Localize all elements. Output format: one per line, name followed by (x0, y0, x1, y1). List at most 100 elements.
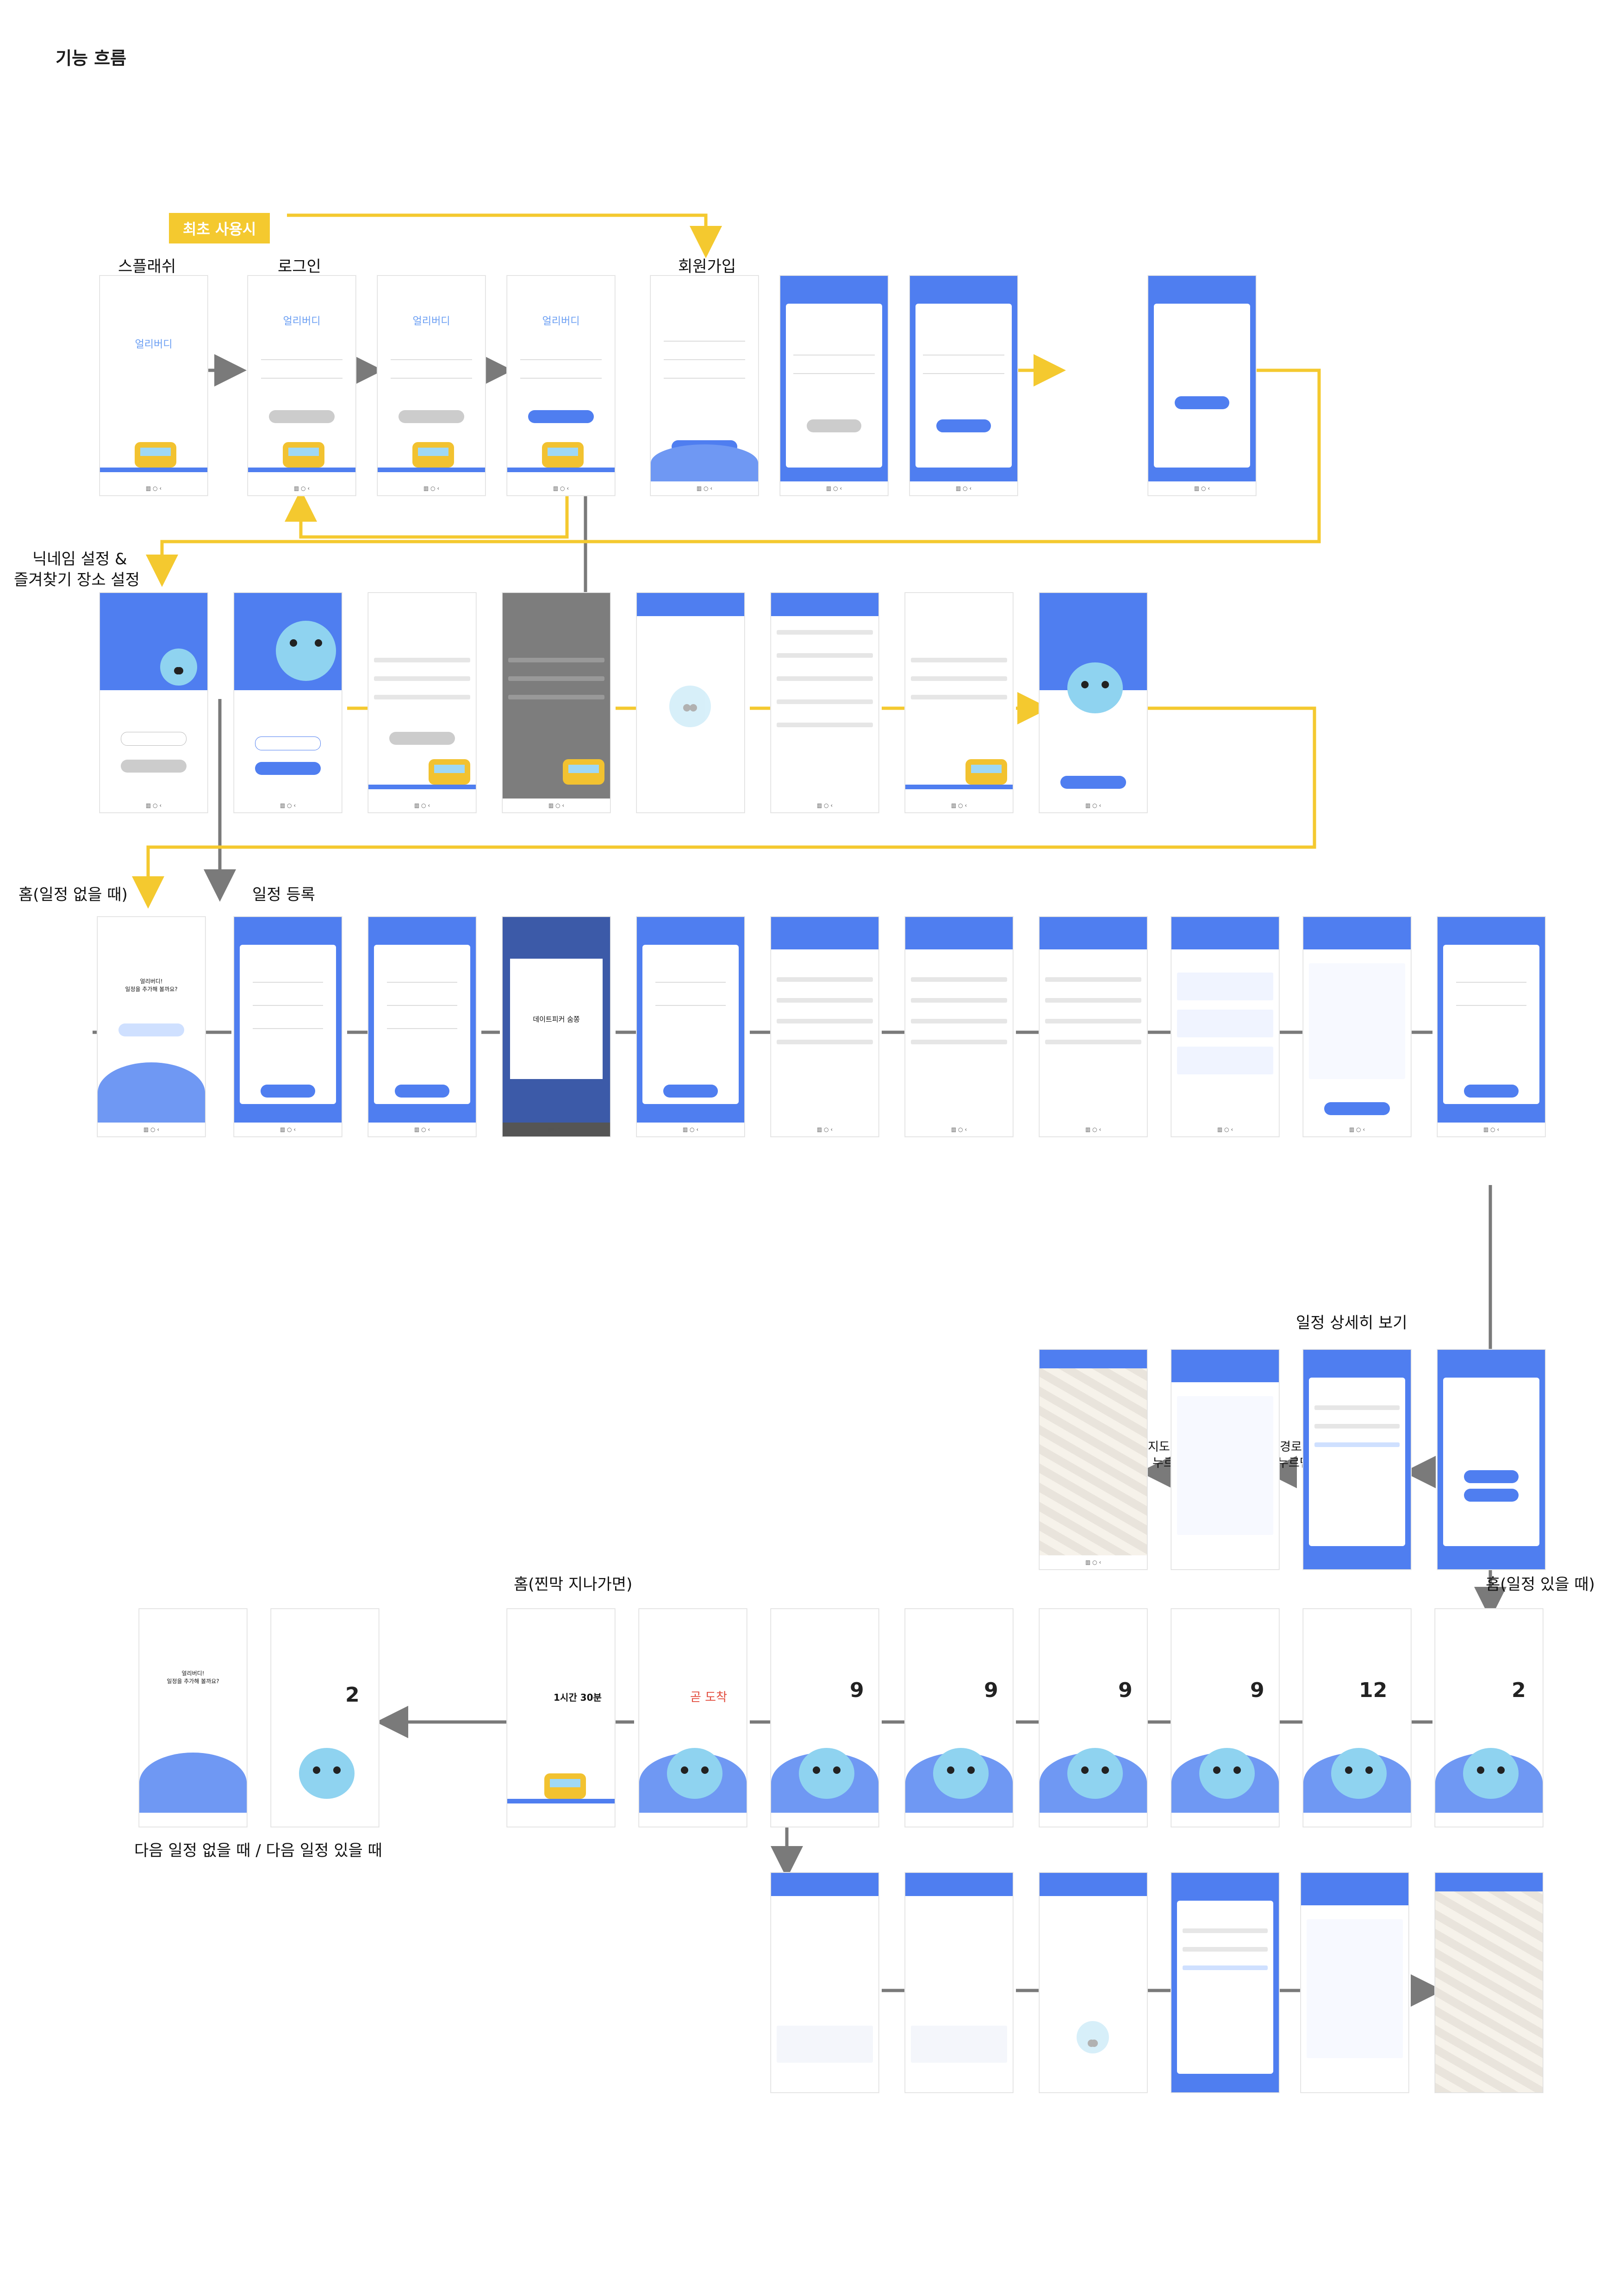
list-item[interactable] (777, 1040, 873, 1044)
signup-field[interactable] (793, 373, 875, 374)
signup-field[interactable] (923, 373, 1004, 374)
place-field[interactable] (387, 1028, 457, 1029)
label-nickname-2: 즐겨찾기 장소 설정 (14, 571, 140, 589)
empty-message: 얼리버디! 일정을 추가해 볼까요? (125, 978, 178, 992)
list-item[interactable] (1045, 977, 1141, 982)
signup-field[interactable] (923, 355, 1004, 356)
signup-field[interactable] (793, 355, 875, 356)
register-button[interactable] (1464, 1085, 1519, 1098)
password-field[interactable] (391, 378, 472, 379)
id-field[interactable] (520, 359, 602, 360)
list-item[interactable] (911, 998, 1007, 1003)
id-field[interactable] (391, 359, 472, 360)
register-button[interactable] (663, 1085, 718, 1098)
list-item[interactable] (777, 630, 873, 635)
favorite-row[interactable] (508, 676, 604, 681)
next-button[interactable] (255, 762, 321, 775)
route-option[interactable] (1177, 1047, 1273, 1074)
nickname-input[interactable] (121, 732, 187, 746)
add-schedule-button[interactable] (118, 1023, 184, 1036)
nav-bar: ▥ ○ ‹ (780, 481, 888, 495)
screen-calendar-3 (1039, 1872, 1147, 2093)
brand-logo: 얼리버디 (283, 316, 321, 327)
login-button[interactable] (528, 410, 594, 423)
route-summary[interactable] (1183, 1965, 1268, 1970)
route-summary[interactable] (1314, 1442, 1400, 1447)
list-item[interactable] (1045, 998, 1141, 1003)
view-map-button[interactable] (1464, 1470, 1519, 1483)
favorite-row[interactable] (911, 676, 1007, 681)
date-picker-modal[interactable]: 데이트피커 숨쫑 (510, 959, 603, 1079)
register-button[interactable] (261, 1085, 315, 1098)
bus-illustration (283, 442, 324, 468)
title-field[interactable] (1456, 982, 1526, 983)
id-field[interactable] (261, 359, 343, 360)
list-item[interactable] (777, 653, 873, 658)
search-header (771, 593, 878, 616)
date-field[interactable] (253, 1005, 323, 1006)
nickname-input[interactable] (255, 736, 321, 750)
signup-panel (786, 304, 882, 468)
chip-row[interactable] (508, 658, 604, 662)
list-item[interactable] (777, 1019, 873, 1023)
confirm-button[interactable] (1175, 396, 1229, 409)
bird-illustration (276, 621, 336, 681)
screen-favorites-chips: ▥ ○ ‹ (502, 593, 610, 813)
remaining-value: 2 (1512, 1678, 1526, 1702)
list-item[interactable] (1045, 1040, 1141, 1044)
next-button[interactable] (121, 760, 187, 773)
list-item[interactable] (911, 1040, 1007, 1044)
login-button[interactable] (269, 410, 335, 423)
route-header (905, 917, 1013, 949)
register-form (1443, 945, 1539, 1104)
list-item[interactable] (777, 977, 873, 982)
list-item[interactable] (777, 699, 873, 704)
title-field[interactable] (387, 982, 457, 983)
signup-field[interactable] (664, 341, 745, 342)
date-field[interactable] (387, 1005, 457, 1006)
list-item[interactable] (777, 676, 873, 681)
place-field[interactable] (253, 1028, 323, 1029)
schedule-card[interactable] (777, 2026, 873, 2063)
date-field[interactable] (1456, 1005, 1526, 1006)
list-item[interactable] (911, 977, 1007, 982)
view-route-button[interactable] (1464, 1489, 1519, 1502)
signup-field[interactable] (664, 378, 745, 379)
page-title: 기능 흐름 (56, 48, 127, 69)
favorite-row[interactable] (374, 676, 470, 681)
next-button[interactable] (936, 419, 991, 432)
password-field[interactable] (261, 378, 343, 379)
select-route-button[interactable] (1324, 1102, 1390, 1115)
favorite-row[interactable] (911, 658, 1007, 662)
list-item[interactable] (1045, 1019, 1141, 1023)
bus-illustration (544, 1773, 586, 1799)
password-field[interactable] (520, 378, 602, 379)
schedule-card[interactable] (911, 2026, 1007, 2063)
screen-map-view: ▥ ○ ‹ (1039, 1349, 1147, 1570)
favorite-row[interactable] (374, 695, 470, 699)
nav-bar: ▥ ○ ‹ (503, 799, 610, 812)
label-nickname-1: 닉네임 설정 & (32, 550, 127, 568)
nav-bar: ▥ ○ ‹ (234, 1123, 342, 1136)
register-button[interactable] (395, 1085, 449, 1098)
list-item[interactable] (777, 723, 873, 727)
list-item[interactable] (777, 998, 873, 1003)
bus-illustration (563, 759, 604, 785)
road (248, 468, 355, 472)
favorite-row[interactable] (911, 695, 1007, 699)
title-field[interactable] (655, 982, 726, 983)
date-field[interactable] (655, 1005, 726, 1006)
favorite-row[interactable] (374, 658, 470, 662)
road (507, 468, 615, 472)
label-schedule-detail: 일정 상세히 보기 (1296, 1314, 1407, 1332)
next-button[interactable] (807, 419, 861, 432)
start-button[interactable] (1060, 776, 1126, 789)
signup-field[interactable] (664, 359, 745, 360)
list-item[interactable] (911, 1019, 1007, 1023)
route-option[interactable] (1177, 1010, 1273, 1037)
title-field[interactable] (253, 982, 323, 983)
login-button[interactable] (399, 410, 464, 423)
next-button[interactable] (389, 732, 455, 745)
route-option[interactable] (1177, 973, 1273, 1000)
favorite-row[interactable] (508, 695, 604, 699)
